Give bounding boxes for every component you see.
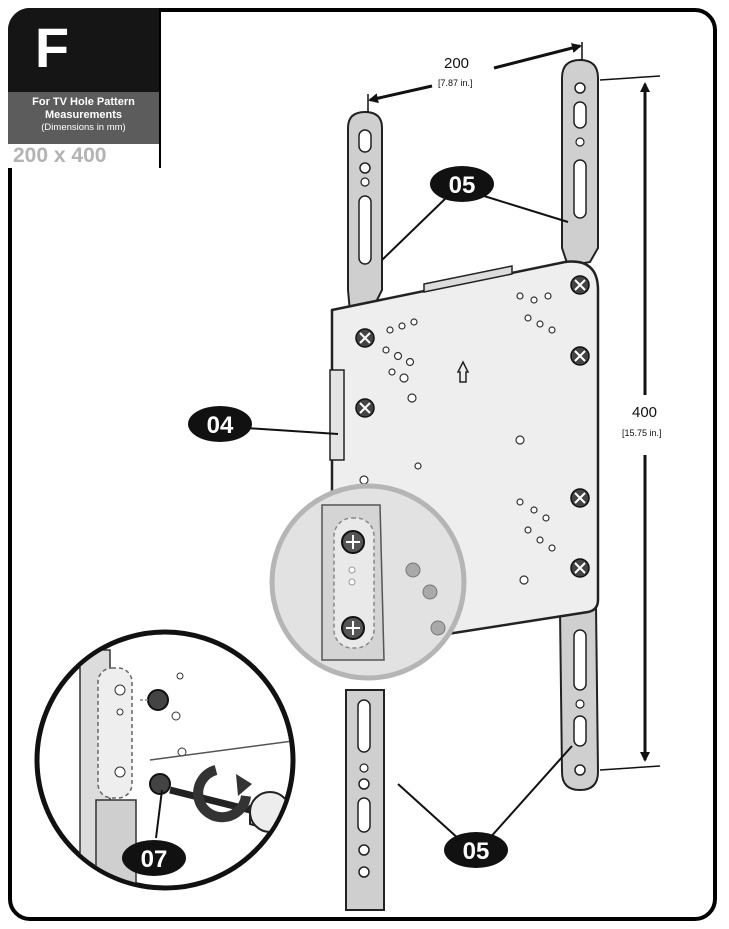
subtitle-line-2: Measurements xyxy=(44,109,123,121)
magnifier-detail xyxy=(269,483,467,681)
step-letter: F xyxy=(34,16,70,79)
width-value: 200 xyxy=(444,55,469,72)
subtitle-line-1: For TV Hole Pattern xyxy=(32,96,135,108)
callout-05-top: 05 xyxy=(430,166,494,202)
height-dimension: 400 [15.75 in.] xyxy=(599,75,662,771)
hole-pattern-value: 200 x 400 xyxy=(8,144,159,168)
svg-text:05: 05 xyxy=(463,838,490,865)
callout-07: 07 xyxy=(122,840,186,876)
leader-lines xyxy=(155,195,573,841)
callout-04: 04 xyxy=(188,406,252,442)
callout-05-bottom: 05 xyxy=(444,832,508,868)
screw-icon xyxy=(147,689,169,711)
inset-screw-detail xyxy=(34,629,296,891)
step-subtitle: For TV Hole Pattern Measurements (Dimens… xyxy=(8,92,159,144)
height-value: 400 xyxy=(632,404,657,421)
rotate-arrow-icon xyxy=(193,765,251,823)
bracket-bottom-left xyxy=(345,689,385,911)
bracket-bottom-right xyxy=(558,604,600,792)
bracket-top-right xyxy=(561,58,599,268)
svg-text:04: 04 xyxy=(207,412,234,439)
svg-text:05: 05 xyxy=(449,172,476,199)
height-inches: [15.75 in.] xyxy=(622,428,662,438)
svg-text:07: 07 xyxy=(141,846,168,873)
subtitle-line-3: (Dimensions in mm) xyxy=(41,122,126,133)
bracket-top-left xyxy=(347,110,383,314)
up-arrow-icon xyxy=(456,360,470,383)
step-header: F For TV Hole Pattern Measurements (Dime… xyxy=(8,8,161,168)
width-inches: [7.87 in.] xyxy=(438,78,473,88)
width-dimension: 200 [7.87 in.] xyxy=(367,42,583,112)
